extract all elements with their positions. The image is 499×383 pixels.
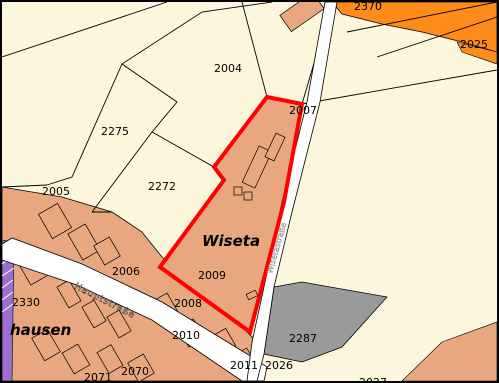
parcel-label-2287: 2287 — [289, 332, 317, 345]
parcel-label-2025: 2025 — [460, 38, 488, 51]
parcel-label-2005: 2005 — [42, 185, 70, 198]
zone-commercial-top-right[interactable] — [456, 41, 497, 65]
parcel-label-2011: 2011 — [230, 359, 258, 372]
place-label-wiseta: Wiseta — [202, 232, 260, 250]
parcel-label-2027: 2027 — [359, 376, 387, 381]
parcel-label-2007: 2007 — [289, 104, 317, 117]
parcel-label-2071: 2071 — [84, 371, 112, 381]
parcel-label-2004: 2004 — [214, 62, 242, 75]
parcel-label-2010: 2010 — [172, 329, 200, 342]
highlighted-parcel-outline[interactable] — [157, 94, 305, 336]
zone-commercial-top[interactable] — [331, 2, 497, 53]
parcel-label-2008: 2008 — [174, 297, 202, 310]
parcel-label-2006: 2006 — [112, 265, 140, 278]
parcel-label-2026: 2026 — [265, 359, 293, 372]
parcel-label-2009[interactable]: 2009 — [198, 269, 226, 282]
place-label-hausen: hausen — [10, 321, 71, 339]
road-hauptstrasse — [2, 237, 268, 381]
parcel-label-2275: 2275 — [101, 125, 129, 138]
zone-residential-right[interactable] — [401, 321, 497, 381]
building-footprints — [15, 2, 325, 381]
parcel-label-2070: 2070 — [121, 365, 149, 378]
parcel-label-2370: 2370 — [354, 2, 382, 13]
parcel-label-2330: 2330 — [12, 296, 40, 309]
parcel-label-2272: 2272 — [148, 180, 176, 193]
